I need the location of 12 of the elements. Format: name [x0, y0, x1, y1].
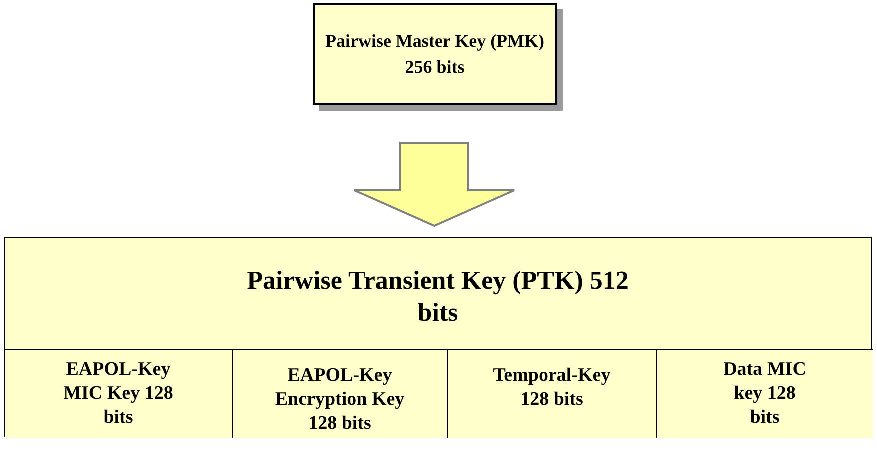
key-label: Temporal-Key 128 bits [492, 364, 612, 412]
key-field-cell [447, 349, 656, 438]
key-label: Pairwise Transient Key (PTK) 512 bits [246, 265, 630, 329]
key-label: Data MIC key 128 bits [722, 358, 808, 430]
key-label: EAPOL-Key Encryption Key 128 bits [274, 364, 406, 436]
block-arrow [354, 142, 516, 228]
key-field-cell [656, 349, 873, 438]
key-label: Pairwise Master Key (PMK) 256 bits [324, 30, 546, 79]
key-box [4, 237, 872, 437]
key-field-cell [5, 349, 232, 438]
key-label: EAPOL-Key MIC Key 128 bits [64, 358, 174, 430]
key-field-cell [232, 349, 447, 438]
